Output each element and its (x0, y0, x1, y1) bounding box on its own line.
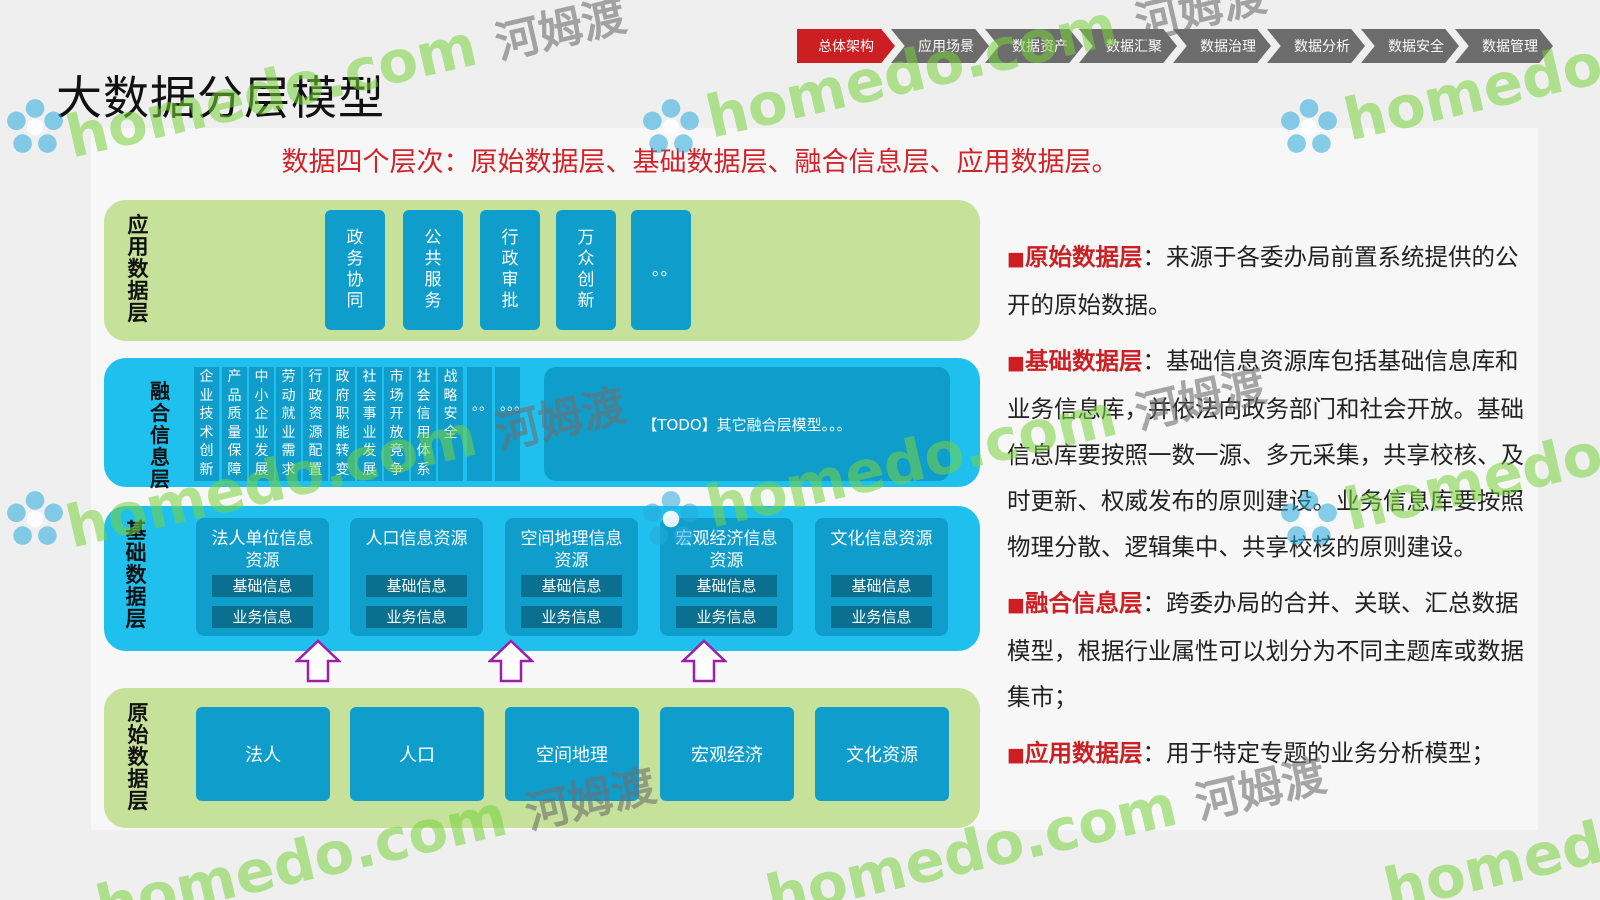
application-layer-label: 应用数据层 (127, 213, 149, 325)
application-layer (104, 200, 980, 341)
up-arrow-icon (295, 639, 341, 683)
description-list: ■原始数据层：来源于各委办局前置系统提供的公开的原始数据。 ■基础数据层：基础信… (1007, 234, 1537, 788)
raw-item: 文化资源 (815, 707, 949, 801)
app-item-label: 。。 (652, 259, 678, 280)
app-item: 行政审批 (480, 210, 540, 330)
base-card: 空间地理信息资源 基础信息 业务信息 (505, 518, 638, 636)
raw-item: 人口 (350, 707, 484, 801)
raw-item: 法人 (196, 707, 330, 801)
up-arrow-icon (681, 639, 727, 683)
fusion-item: 产品质量保障 (222, 367, 247, 481)
description-base: ■基础数据层：基础信息资源库包括基础信息库和业务信息库，并依法向政务部门和社会开… (1007, 347, 1524, 561)
breadcrumb-item[interactable]: 数据管理 (1455, 29, 1553, 63)
base-card: 人口信息资源 基础信息 业务信息 (350, 518, 483, 636)
watermark-flower-icon (7, 491, 63, 545)
breadcrumb-item[interactable]: 数据安全 (1361, 29, 1459, 63)
fusion-item: 行政资源配置 (303, 367, 328, 481)
fusion-item: 市场开放竞争 (384, 367, 409, 481)
base-card-basic: 基础信息 (831, 575, 932, 597)
base-card-business: 业务信息 (212, 606, 313, 628)
fusion-item: 中小企业发展 (249, 367, 274, 481)
breadcrumb-item[interactable]: 应用场景 (891, 29, 989, 63)
base-card: 宏观经济信息资源 基础信息 业务信息 (660, 518, 793, 636)
base-card-name: 宏观经济信息资源 (675, 529, 778, 571)
app-item: 政务协同 (325, 210, 385, 330)
breadcrumb-item[interactable]: 数据分析 (1267, 29, 1365, 63)
fusion-layer-label: 融合信息层 (150, 379, 170, 491)
up-arrow-icon (488, 639, 534, 683)
base-card: 法人单位信息资源 基础信息 业务信息 (196, 518, 329, 636)
raw-item: 宏观经济 (660, 707, 794, 801)
description-raw: ■原始数据层：来源于各委办局前置系统提供的公开的原始数据。 (1007, 243, 1519, 319)
breadcrumb-item[interactable]: 总体架构 (797, 29, 895, 63)
raw-layer-label: 原始数据层 (127, 701, 149, 813)
base-card-name: 法人单位信息资源 (211, 529, 314, 571)
base-card-business: 业务信息 (676, 606, 777, 628)
app-item: 万众创新 (556, 210, 616, 330)
base-card: 文化信息资源 基础信息 业务信息 (815, 518, 948, 636)
app-item: 。。 (631, 210, 691, 330)
fusion-dots: 。。。 (495, 367, 528, 481)
base-card-business: 业务信息 (366, 606, 467, 628)
base-layer-label: 基础数据层 (125, 519, 147, 631)
base-card-basic: 基础信息 (366, 575, 467, 597)
fusion-item: 战略安全 (438, 367, 463, 481)
description-application: ■应用数据层：用于特定专题的业务分析模型； (1007, 739, 1495, 767)
base-card-business: 业务信息 (521, 606, 622, 628)
base-card-basic: 基础信息 (212, 575, 313, 597)
app-item-label: 行政审批 (501, 228, 519, 311)
base-card-business: 业务信息 (831, 606, 932, 628)
base-card-name: 文化信息资源 (830, 529, 933, 549)
bullet-square-icon: ■ (1007, 744, 1025, 766)
fusion-dots: 。。 (467, 367, 493, 481)
fusion-item: 企业技术创新 (194, 367, 219, 481)
base-card-name: 空间地理信息资源 (520, 529, 623, 571)
fusion-item: 社会事业发展 (357, 367, 382, 481)
breadcrumb-item[interactable]: 数据汇聚 (1079, 29, 1177, 63)
raw-item: 空间地理 (505, 707, 639, 801)
app-item-label: 万众创新 (577, 228, 595, 311)
app-item-label: 政务协同 (346, 228, 364, 311)
fusion-item: 社会信用体系 (411, 367, 436, 481)
bullet-square-icon: ■ (1007, 594, 1025, 616)
headline: 数据四个层次：原始数据层、基础数据层、融合信息层、应用数据层。 (281, 147, 1119, 178)
breadcrumb-item[interactable]: 数据治理 (1173, 29, 1271, 63)
base-card-basic: 基础信息 (676, 575, 777, 597)
base-card-name: 人口信息资源 (365, 529, 468, 549)
bullet-square-icon: ■ (1007, 352, 1025, 374)
app-item-label: 公共服务 (424, 228, 442, 311)
breadcrumb: 总体架构 应用场景 数据资产 数据汇聚 数据治理 数据分析 数据安全 数据管理 (797, 29, 1553, 63)
breadcrumb-item[interactable]: 数据资产 (985, 29, 1083, 63)
fusion-item: 劳动就业需求 (276, 367, 301, 481)
fusion-item: 政府职能转变 (330, 367, 355, 481)
app-item: 公共服务 (403, 210, 463, 330)
base-card-basic: 基础信息 (521, 575, 622, 597)
page-title: 大数据分层模型 (56, 71, 385, 125)
bullet-square-icon: ■ (1007, 248, 1025, 270)
description-fusion: ■融合信息层：跨委办局的合并、关联、汇总数据模型，根据行业属性可以划分为不同主题… (1007, 589, 1524, 711)
todo-box: 【TODO】其它融合层模型。。。 (544, 367, 950, 481)
